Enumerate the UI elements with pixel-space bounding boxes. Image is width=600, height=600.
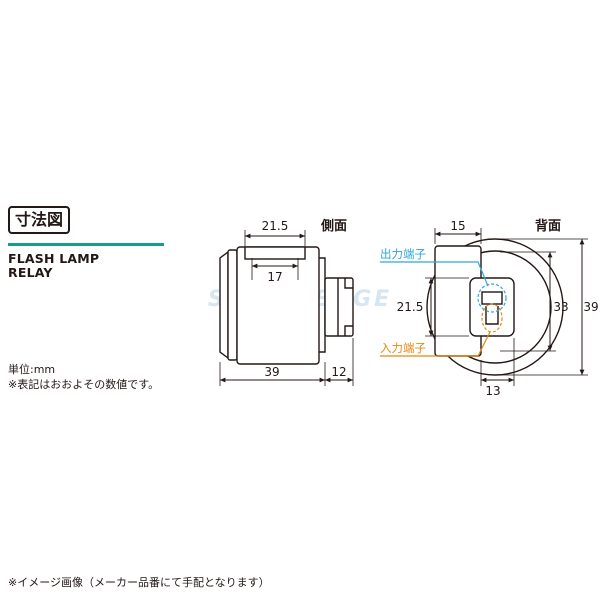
dim-bottom-offset: 13	[485, 384, 500, 398]
dim-top-offset: 15	[450, 219, 465, 233]
back-view-label: 背面	[535, 218, 561, 234]
input-terminal-label: 入力端子	[380, 341, 426, 355]
output-terminal-label: 出力端子	[380, 247, 426, 261]
dim-inner-height: 33	[553, 300, 568, 314]
side-view-flange-outer	[219, 250, 229, 360]
output-terminal-leader	[380, 261, 489, 287]
dim-outer-height: 39	[583, 300, 598, 314]
back-view-socket	[469, 277, 515, 337]
dim-total-length: 39	[264, 365, 279, 379]
back-view-output-slot	[481, 291, 503, 305]
back-view	[425, 228, 588, 386]
image-disclaimer-note: ※イメージ画像（メーカー品番にて手配となります）	[8, 576, 270, 589]
side-view	[219, 230, 354, 386]
side-view-label: 側面	[320, 218, 347, 234]
side-view-plug	[324, 277, 354, 337]
input-terminal-leader	[380, 331, 491, 357]
dim-inner-width: 17	[267, 270, 282, 284]
output-terminal-highlight	[477, 283, 507, 313]
section-title-underline	[8, 243, 164, 246]
input-terminal-highlight	[481, 303, 503, 333]
approximate-values-note: ※表記はおおよその数値です。	[8, 378, 160, 391]
dim-plug-length: 12	[331, 365, 346, 379]
side-view-body	[236, 246, 320, 365]
side-view-plug-detail	[337, 278, 353, 336]
product-name-line-2: RELAY	[8, 265, 53, 280]
back-view-input-slot	[485, 306, 499, 325]
dim-top-width: 21.5	[262, 219, 289, 233]
section-title-badge: 寸法図	[8, 206, 71, 234]
unit-label: 単位:mm	[8, 363, 56, 376]
side-view-top-cap	[244, 246, 306, 260]
side-view-flange	[227, 249, 238, 361]
dim-slot-height: 21.5	[397, 300, 424, 314]
product-name-line-1: FLASH LAMP	[8, 251, 100, 266]
